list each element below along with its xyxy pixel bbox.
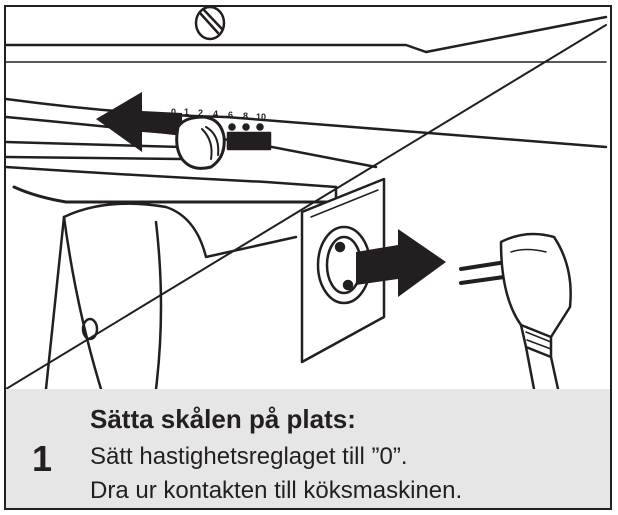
step-instruction-unplug: Dra ur kontakten till köksmaskinen. xyxy=(90,477,463,504)
step-title: Sätta skålen på plats: xyxy=(90,404,356,434)
arrow-right-icon xyxy=(356,229,446,297)
mixer-illustration: 0 1 2 4 6 8 10 xyxy=(6,7,608,389)
speed-label-2: 2 xyxy=(198,108,203,118)
speed-label-8: 8 xyxy=(243,111,248,121)
instruction-panel: 0 1 2 4 6 8 10 1 Sätta skålen på plats: … xyxy=(4,5,612,510)
speed-label-4: 4 xyxy=(213,109,218,119)
speed-label-0: 0 xyxy=(171,107,176,117)
speed-knob-icon xyxy=(175,115,226,170)
step-number: 1 xyxy=(32,438,53,479)
speed-scale: 0 1 2 4 6 8 10 xyxy=(171,107,266,122)
step-caption: 1 Sätta skålen på plats: Sätt hastighets… xyxy=(6,389,610,508)
wall-socket-icon xyxy=(300,177,386,364)
speed-label-10: 10 xyxy=(256,112,266,122)
screw-icon xyxy=(194,7,226,41)
arrow-left-icon xyxy=(96,92,182,152)
speed-label-1: 1 xyxy=(184,107,189,117)
power-plug-icon xyxy=(459,232,572,389)
step-instruction-speed: Sätt hastighetsreglaget till ”0”. xyxy=(90,443,408,470)
speed-label-6: 6 xyxy=(228,110,233,120)
